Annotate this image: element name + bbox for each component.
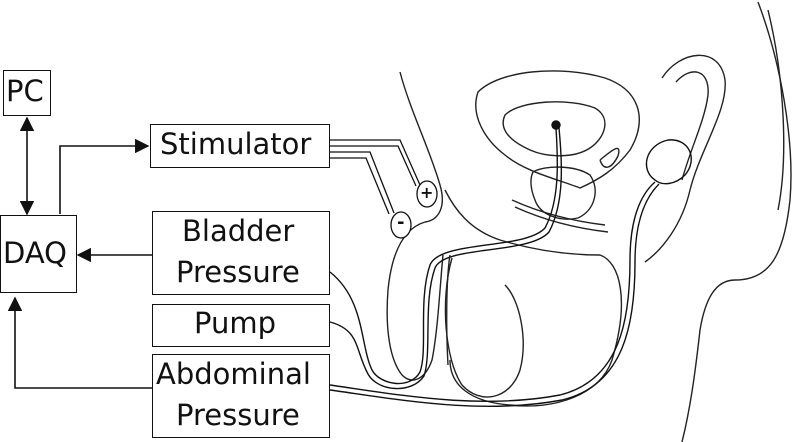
bladder-label-line1: Bladder xyxy=(182,214,295,248)
penis-outline xyxy=(386,221,444,381)
abdomen-contour xyxy=(399,71,443,223)
daq-to-stimulator xyxy=(59,138,150,214)
stimulator-label: Stimulator xyxy=(160,127,312,161)
lead-positive-a xyxy=(330,139,421,186)
penis-inner xyxy=(446,254,451,366)
seminal-vesicle xyxy=(599,147,620,168)
abdominal-label-line1: Abdominal xyxy=(156,357,311,391)
bladder-pressure-box xyxy=(152,211,330,295)
catheter-tip xyxy=(551,120,561,130)
urethral-catheter xyxy=(329,120,563,390)
daq-box xyxy=(0,215,77,293)
back-silhouette xyxy=(681,1,792,442)
electrode-negative-shape xyxy=(390,211,412,239)
electrode-positive-label: + xyxy=(420,183,434,202)
pelvic-floor-line-2 xyxy=(514,206,609,233)
abdominal-pressure-box xyxy=(152,354,330,438)
lead-negative-a xyxy=(330,151,395,214)
abdominal-label-line2: Pressure xyxy=(176,398,300,432)
pump-label: Pump xyxy=(194,306,277,340)
bladder-outer xyxy=(475,70,640,189)
anatomy-outline xyxy=(386,1,792,442)
daq-label: DAQ xyxy=(3,236,67,270)
electrode-leads xyxy=(330,139,438,239)
rectal-balloon xyxy=(645,139,692,185)
catheter-line-b xyxy=(329,127,563,390)
lead-negative-b xyxy=(330,157,390,215)
rectum-inner xyxy=(675,71,709,181)
catheter-line-a xyxy=(329,127,559,385)
bladder-inner xyxy=(502,101,606,157)
pc-box xyxy=(3,70,51,116)
pelvic-floor-line-1 xyxy=(511,199,606,226)
scrotum-outline xyxy=(444,257,524,398)
stimulator-box xyxy=(150,124,330,168)
back-silhouette-inner xyxy=(767,9,785,211)
bladder-label-line2: Pressure xyxy=(176,255,300,289)
prostate xyxy=(530,166,596,220)
electrode-positive-shape xyxy=(416,180,438,208)
pump-box xyxy=(152,304,330,347)
rectal-catheter xyxy=(329,139,692,408)
rectal-catheter-line-a xyxy=(329,181,656,403)
pc-label: PC xyxy=(6,74,44,108)
rectum xyxy=(644,54,726,263)
electrode-negative-label: - xyxy=(397,212,405,233)
abdominal-to-daq xyxy=(7,296,152,389)
lead-positive-b xyxy=(330,145,417,187)
rectal-catheter-line-b xyxy=(329,183,660,408)
connections xyxy=(7,116,152,389)
perineum-outline xyxy=(444,189,623,407)
